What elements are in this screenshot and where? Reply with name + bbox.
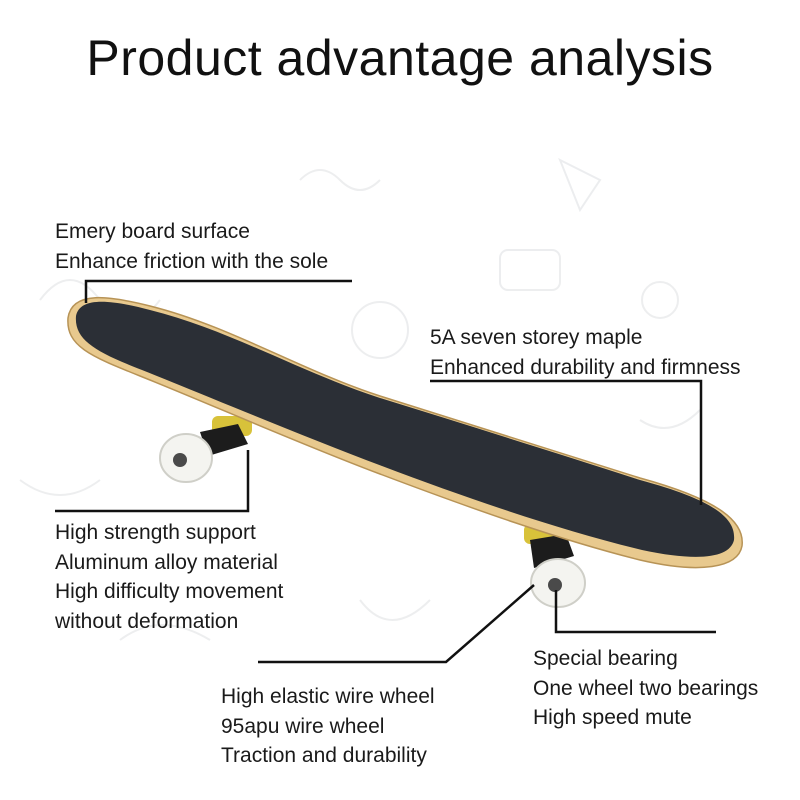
- callout-line: without deformation: [55, 609, 239, 633]
- leader-line-maple: [430, 379, 703, 505]
- callout-line: High speed mute: [533, 706, 692, 729]
- leader-lines: [55, 279, 716, 664]
- callout-line: High strength support: [55, 521, 256, 544]
- callout-line: Emery board surface: [55, 220, 250, 243]
- callout-truck-support: High strength support Aluminum alloy mat…: [55, 518, 283, 636]
- front-wheel-icon: [530, 558, 586, 608]
- callout-bearing: Special bearing One wheel two bearings H…: [533, 644, 758, 733]
- callout-emery-surface: Emery board surface Enhance friction wit…: [55, 217, 328, 276]
- deck-grip-tape: [75, 301, 735, 557]
- callout-line: Aluminum alloy material: [55, 550, 278, 574]
- doodle-background: [19, 157, 701, 641]
- callout-maple-layers: 5A seven storey maple Enhanced durabilit…: [430, 323, 741, 382]
- callout-line: Traction and durability: [221, 744, 427, 767]
- callout-line: Special bearing: [533, 647, 678, 670]
- page-title: Product advantage analysis: [86, 30, 714, 86]
- callout-line: Enhanced durability and firmness: [430, 355, 741, 379]
- rear-wheel-icon: [159, 433, 213, 483]
- callout-line: High difficulty movement: [55, 580, 284, 603]
- callout-line: Enhance friction with the sole: [55, 249, 329, 273]
- callout-line: 5A seven storey maple: [430, 326, 643, 349]
- callout-wheel: High elastic wire wheel 95apu wire wheel…: [221, 682, 435, 771]
- callout-line: High elastic wire wheel: [221, 685, 435, 708]
- callout-line: 95apu wire wheel: [221, 714, 385, 738]
- leader-line-bearing: [554, 590, 716, 634]
- callout-line: One wheel two bearings: [533, 676, 759, 700]
- leader-line-emery: [84, 279, 352, 303]
- rear-truck: [200, 416, 252, 456]
- leader-line-support: [55, 450, 250, 513]
- leader-line-wheel: [258, 584, 535, 664]
